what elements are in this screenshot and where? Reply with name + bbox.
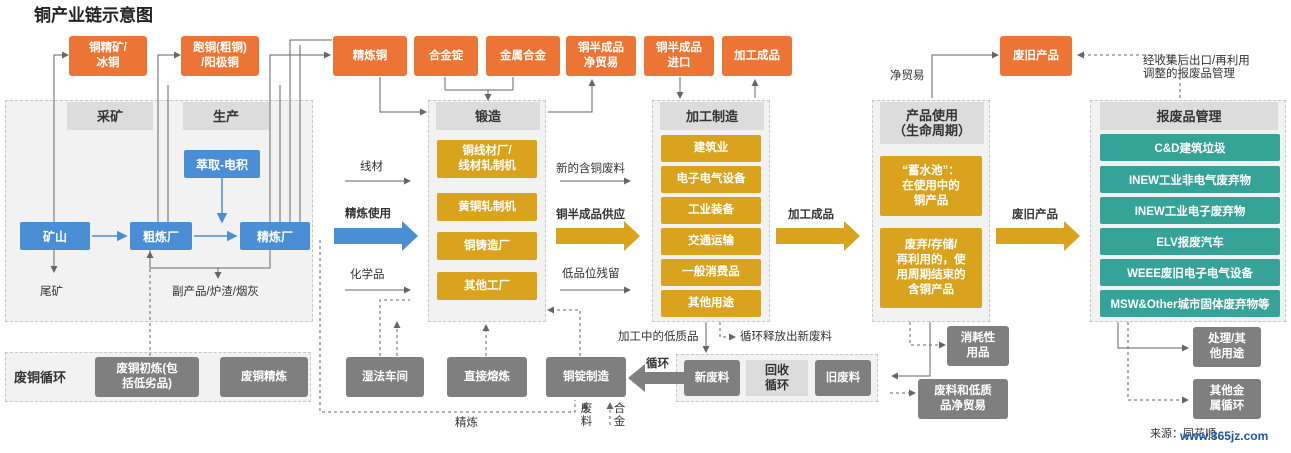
scrap-mgmt-header: 报废品管理 (1100, 102, 1278, 130)
use-header: 产品使用 （生命周期） (880, 102, 984, 144)
scrap-item: WEEE废旧电子电气设备 (1100, 259, 1280, 286)
processing-item: 一般消费品 (661, 259, 761, 286)
refined-copper-box: 精炼铜 (333, 36, 407, 76)
recycle-header: 回收 循环 (746, 360, 808, 396)
watermark-url: www.365jz.com (1180, 429, 1269, 443)
direct-melt-box: 直接熔炼 (447, 357, 527, 397)
concentrate-box: 铜精矿/ 冰铜 (69, 36, 147, 76)
semi-supply-arrow (556, 221, 640, 251)
low-residue-label: 低品位残留 (562, 268, 620, 280)
semi-import-box: 铜半成品 进口 (644, 36, 714, 76)
source-label: 来源：同花顺 (1150, 428, 1216, 440)
scrap-label: 废 料 (580, 403, 593, 428)
wire-label: 线材 (360, 161, 383, 173)
byproducts-label: 副产品/炉渣/烟灰 (172, 286, 259, 298)
semi-supply-label: 铜半成品供应 (556, 209, 625, 221)
processed-out-label: 加工成品 (788, 209, 834, 221)
mining-header: 采矿 (67, 102, 153, 130)
smelter-node: 粗炼厂 (130, 222, 192, 250)
use-item-end-of-life: 废弃/存储/ 再利用的，使 用周期结束的 含铜产品 (880, 228, 982, 308)
refined-use-arrow (334, 221, 418, 251)
scrap-primary-box: 废铜初炼(包 括低劣品) (95, 357, 199, 397)
processing-item: 电子电气设备 (661, 166, 761, 193)
low-quality-label: 加工中的低质品 (618, 331, 699, 343)
scrap-product-box: 废旧产品 (1000, 36, 1072, 76)
disposal-box: 处理/其 他用途 (1193, 327, 1261, 367)
scrap-item: ELV报废汽车 (1100, 228, 1280, 255)
refining-label: 精炼 (455, 417, 478, 429)
chemicals-label: 化学品 (350, 269, 385, 281)
sxew-node: 萃取-电积 (184, 150, 260, 178)
scrap-trade-box: 废料和低质 品净贸易 (918, 379, 1008, 419)
scrap-item: MSW&Other城市固体废弃物等 (1100, 290, 1280, 317)
processing-item: 其他用途 (661, 290, 761, 317)
production-header: 生产 (183, 102, 269, 130)
scrap-item: INEW工业电子废弃物 (1100, 197, 1280, 224)
alloy-label: 合 金 (613, 403, 626, 428)
new-scrap-in-label: 新的含铜废料 (556, 163, 625, 175)
refinery-node: 精炼厂 (240, 222, 310, 250)
forging-item: 铜线材厂/ 线材轧制机 (437, 140, 537, 178)
use-item-reservoir: “蓄水池”： 在使用中的 铜产品 (880, 156, 982, 216)
page-title: 铜产业链示意图 (34, 6, 153, 25)
net-trade-label: 净贸易 (890, 70, 925, 82)
scrap-product-arrow (996, 221, 1080, 251)
other-metal-box: 其他金 属循环 (1193, 379, 1261, 419)
scrap-cycle-label: 废铜循环 (14, 370, 67, 385)
cycle-label: 循环 (646, 358, 669, 370)
processing-item: 工业装备 (661, 197, 761, 224)
processed-arrow (776, 221, 860, 251)
export-reuse-label: 经收集后出口/再利用 调整的报废品管理 (1143, 55, 1250, 80)
wet-workshop-box: 湿法车间 (346, 357, 424, 397)
ingot-making-box: 铜锭制造 (546, 357, 626, 397)
old-scrap-box: 旧废料 (815, 360, 871, 396)
cycle-release-label: 循环释放出新废料 (740, 331, 832, 343)
processed-goods-box: 加工成品 (722, 36, 792, 76)
cycle-arrow (628, 364, 688, 392)
refined-use-label: 精炼使用 (345, 208, 391, 220)
scrap-out-label: 废旧产品 (1012, 209, 1058, 221)
forging-item: 铜铸造厂 (437, 232, 537, 260)
semi-net-trade-box: 铜半成品 净贸易 (566, 36, 636, 76)
forging-item: 其他工厂 (437, 272, 537, 300)
forging-item: 黄铜轧制机 (437, 193, 537, 221)
processing-item: 交通运输 (661, 228, 761, 255)
mining-production-panel (5, 100, 313, 322)
tailings-label: 尾矿 (40, 286, 63, 298)
forging-header: 锻造 (436, 102, 540, 130)
alloy-ingot-box: 合金锭 (414, 36, 478, 76)
consumables-box: 消耗性 用品 (947, 326, 1009, 366)
blister-box: 跑铜(粗铜) /阳极铜 (181, 36, 259, 76)
scrap-refine-box: 废铜精炼 (220, 357, 308, 397)
processing-header: 加工制造 (660, 102, 764, 130)
mine-node: 矿山 (20, 222, 90, 250)
scrap-item: C&D建筑垃圾 (1100, 134, 1280, 161)
processing-item: 建筑业 (661, 135, 761, 162)
new-scrap-box: 新废料 (684, 360, 740, 396)
metal-alloy-box: 金属合金 (486, 36, 560, 76)
scrap-item: INEW工业非电气废弃物 (1100, 166, 1280, 193)
